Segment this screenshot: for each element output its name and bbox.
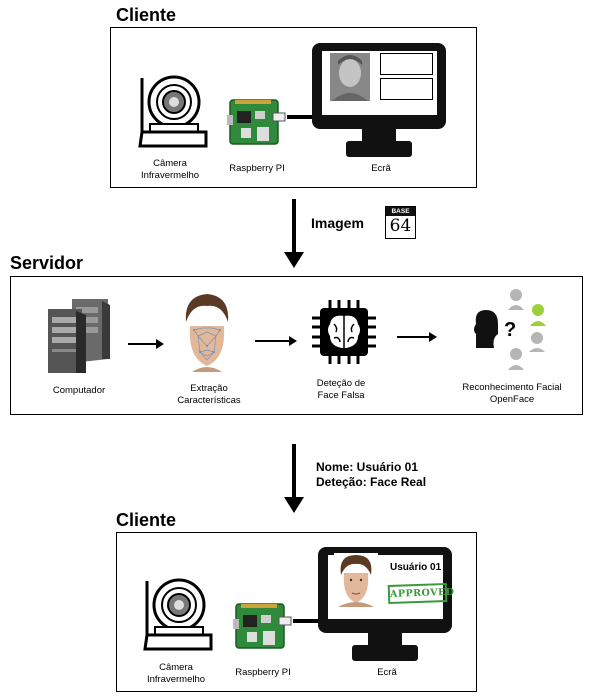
raspberry-label: Raspberry PI xyxy=(235,667,291,678)
camera-label: Câmera Infravermelho xyxy=(146,662,206,685)
info-field-2 xyxy=(380,78,433,100)
screen-label: Ecrã xyxy=(371,163,391,174)
screen-user-name: Usuário 01 xyxy=(390,562,442,573)
arrow-right-icon xyxy=(128,339,164,349)
svg-text:?: ? xyxy=(504,319,516,341)
arrow-right-icon xyxy=(397,332,437,342)
server-title: Servidor xyxy=(10,253,84,273)
arrow2-shaft xyxy=(292,444,296,500)
raspberry-pi-icon xyxy=(233,603,292,649)
extraction-label: Extração Características xyxy=(177,383,241,406)
approved-stamp: APPROVED xyxy=(387,582,455,605)
raspberry-label: Raspberry PI xyxy=(229,163,285,174)
arrow-right-icon xyxy=(255,336,297,346)
result-detection: Deteção: Face Real xyxy=(316,475,427,489)
infrared-camera-icon xyxy=(138,75,208,148)
arrow-down-icon xyxy=(284,252,304,268)
face-recognition-icon: ? xyxy=(474,289,546,370)
bottom-client-title: Cliente xyxy=(116,510,177,530)
screen-label: Ecrã xyxy=(377,667,397,678)
computer-label: Computador xyxy=(52,385,106,396)
base64-badge: BASE 64 xyxy=(385,206,416,239)
camera-label: Câmera Infravermelho xyxy=(140,158,200,181)
result-name: Nome: Usuário 01 xyxy=(316,460,419,474)
face-landmarks-icon xyxy=(185,294,229,372)
info-field-1 xyxy=(380,53,433,75)
user-face-photo-icon xyxy=(334,553,378,607)
cable-top xyxy=(287,115,313,119)
raspberry-pi-icon xyxy=(227,99,286,145)
top-client-title: Cliente xyxy=(116,5,177,25)
server-rack-icon xyxy=(48,299,110,373)
recognition-label: Reconhecimento Facial OpenFace xyxy=(462,382,562,405)
face-photo-icon xyxy=(330,53,370,101)
arrow1-label: Imagem xyxy=(311,215,364,231)
cable-bottom xyxy=(293,619,319,623)
ai-chip-brain-icon xyxy=(312,300,376,364)
result-text: Nome: Usuário 01 Deteção: Face Real xyxy=(316,460,446,490)
arrow1-shaft xyxy=(292,199,296,255)
infrared-camera-icon xyxy=(143,578,213,651)
arrow-down-icon xyxy=(284,497,304,513)
fake-detection-label: Deteção de Face Falsa xyxy=(316,378,366,401)
